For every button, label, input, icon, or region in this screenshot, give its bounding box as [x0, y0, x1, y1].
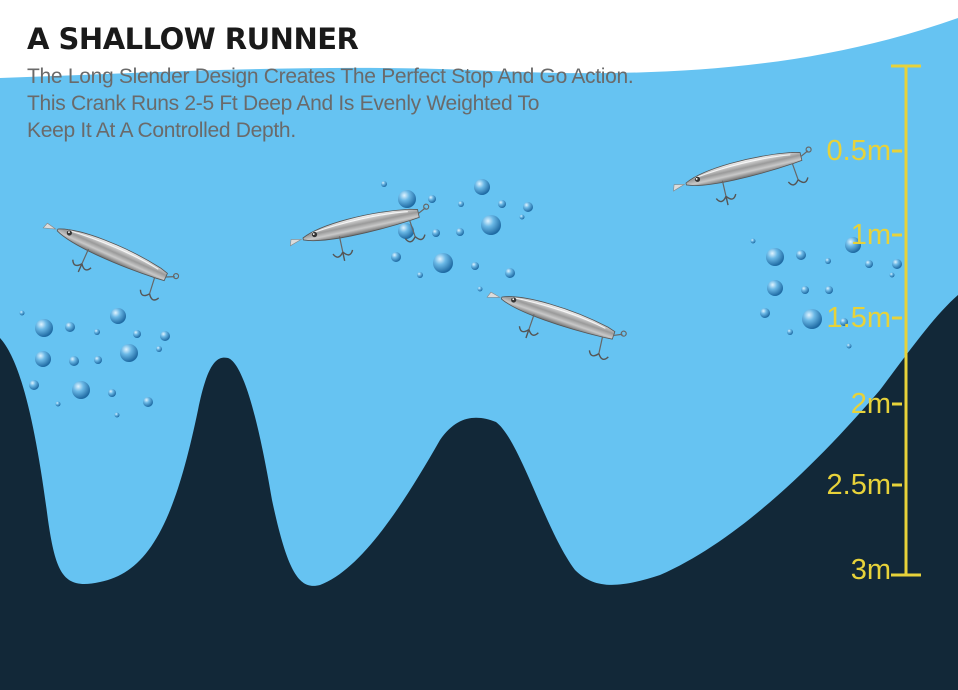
bubble-icon: [55, 401, 61, 407]
bubble-icon: [766, 248, 784, 266]
bubble-icon: [750, 238, 756, 244]
page-title: A SHALLOW RUNNER: [27, 22, 359, 56]
bubble-icon: [432, 229, 440, 237]
bubble-icon: [94, 329, 100, 335]
bubble-icon: [35, 319, 53, 337]
bubble-icon: [801, 286, 809, 294]
depth-label-2m: 2m: [850, 388, 891, 420]
bubble-icon: [156, 346, 162, 352]
depth-scale: [891, 64, 921, 577]
bubble-icon: [825, 258, 831, 264]
bubble-icon: [94, 356, 102, 364]
bubble-icon: [417, 272, 423, 278]
bubble-icon: [825, 286, 833, 294]
bubble-icon: [505, 268, 515, 278]
bubble-icon: [391, 252, 401, 262]
depth-label-3m: 3m: [850, 554, 891, 586]
bubble-icon: [787, 329, 793, 335]
description: The Long Slender Design Creates The Perf…: [27, 63, 787, 144]
bubble-icon: [143, 397, 153, 407]
bubble-icon: [114, 412, 120, 418]
bubble-icon: [471, 262, 479, 270]
bubble-cluster-left: [19, 308, 170, 418]
bubble-icon: [523, 202, 533, 212]
bubble-icon: [889, 272, 895, 278]
bubble-icon: [840, 318, 848, 326]
bubble-icon: [108, 389, 116, 397]
bubble-icon: [760, 308, 770, 318]
bubble-icon: [110, 308, 126, 324]
bubble-icon: [892, 259, 902, 269]
depth-label-0-5m: 0.5m: [826, 135, 891, 167]
bubble-icon: [160, 331, 170, 341]
bubble-icon: [865, 260, 873, 268]
bubble-icon: [69, 356, 79, 366]
bubble-icon: [398, 223, 414, 239]
bubble-icon: [846, 343, 852, 349]
bubble-icon: [481, 215, 501, 235]
bubble-icon: [428, 195, 436, 203]
bubble-icon: [120, 344, 138, 362]
bubble-icon: [767, 280, 783, 296]
bubble-icon: [498, 200, 506, 208]
bubble-icon: [65, 322, 75, 332]
seabed: [0, 295, 958, 690]
bubble-icon: [381, 181, 387, 187]
depth-label-1-5m: 1.5m: [826, 302, 891, 334]
bubble-icon: [474, 179, 490, 195]
bubble-icon: [458, 201, 464, 207]
bubble-icon: [433, 253, 453, 273]
bubble-icon: [133, 330, 141, 338]
bubble-icon: [477, 286, 483, 292]
bubble-icon: [519, 214, 525, 220]
description-line: Keep It At A Controlled Depth.: [27, 119, 296, 142]
description-line: This Crank Runs 2-5 Ft Deep And Is Evenl…: [27, 92, 540, 115]
bubble-icon: [398, 190, 416, 208]
bubble-icon: [456, 228, 464, 236]
depth-label-2-5m: 2.5m: [826, 469, 891, 501]
bubble-icon: [845, 237, 861, 253]
bubble-icon: [35, 351, 51, 367]
description-line: The Long Slender Design Creates The Perf…: [27, 65, 634, 88]
bubble-icon: [802, 309, 822, 329]
bubble-cluster-center: [381, 179, 533, 292]
bubble-icon: [29, 380, 39, 390]
bubble-icon: [796, 250, 806, 260]
bubble-cluster-right: [750, 237, 902, 349]
bubble-icon: [19, 310, 25, 316]
bubble-icon: [72, 381, 90, 399]
depth-label-1m: 1m: [850, 219, 891, 251]
